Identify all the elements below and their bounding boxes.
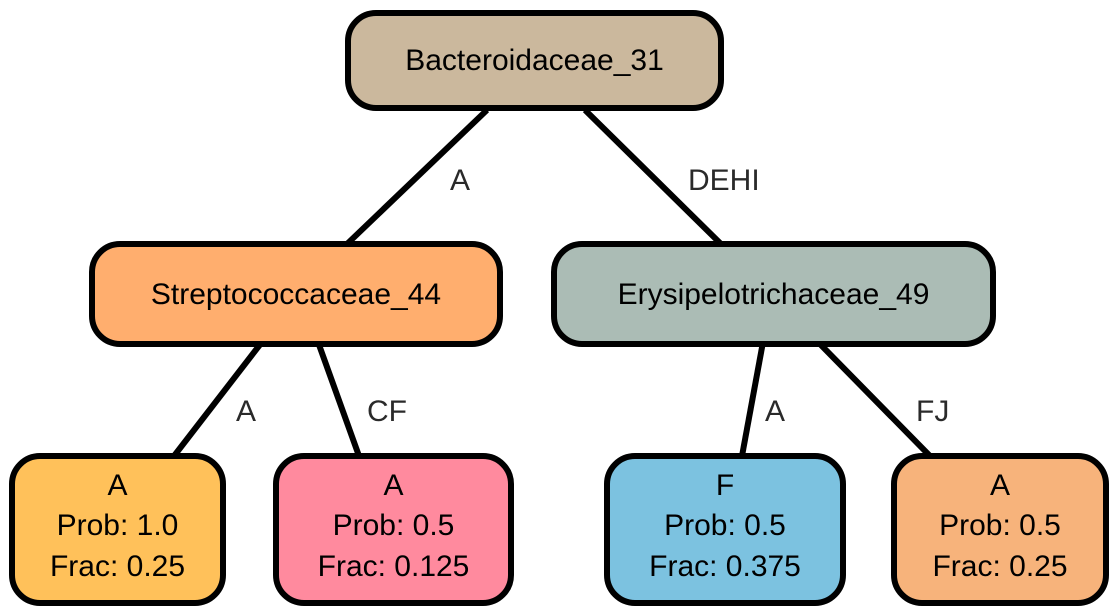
leaf-node-box <box>604 453 846 606</box>
edges: A DEHI A CF A FJ <box>171 107 949 459</box>
leaf-node-3: F Prob: 0.5 Frac: 0.375 <box>604 453 846 606</box>
edge-label-erysipelotrichaceae-left: A <box>765 395 785 428</box>
internal-node-box <box>551 241 996 347</box>
edge-label-root-left: A <box>450 164 470 197</box>
edge-streptococcaceae-to-leaf-1 <box>171 340 265 458</box>
leaf-node-frac: Frac: 0.375 <box>649 550 801 583</box>
leaf-node-prob: Prob: 0.5 <box>333 509 455 542</box>
internal-node-box <box>89 241 503 347</box>
edge-label-streptococcaceae-left: A <box>236 395 256 428</box>
leaf-node-prob: Prob: 0.5 <box>664 509 786 542</box>
leaf-node-title: F <box>716 469 734 502</box>
leaf-node-box <box>9 453 226 606</box>
internal-node-label: Erysipelotrichaceae_49 <box>618 278 930 311</box>
leaf-node-frac: Frac: 0.125 <box>318 550 470 583</box>
edge-erysipelotrichaceae-to-leaf-4 <box>815 339 933 459</box>
edge-label-root-right: DEHI <box>688 164 760 197</box>
leaf-node-4: A Prob: 0.5 Frac: 0.25 <box>891 453 1109 606</box>
leaf-node-title: A <box>990 469 1010 502</box>
leaf-node-prob: Prob: 0.5 <box>939 509 1061 542</box>
leaf-node-title: A <box>107 469 127 502</box>
leaf-node-frac: Frac: 0.25 <box>932 550 1067 583</box>
leaf-node-1: A Prob: 1.0 Frac: 0.25 <box>9 453 226 606</box>
edge-erysipelotrichaceae-to-leaf-3 <box>739 341 766 457</box>
edge-root-to-streptococcaceae <box>344 107 490 247</box>
edge-streptococcaceae-to-leaf-2 <box>315 340 362 458</box>
leaf-node-prob: Prob: 1.0 <box>57 509 179 542</box>
root-node-box <box>345 10 724 111</box>
root-node: Bacteroidaceae_31 <box>345 10 724 111</box>
leaf-node-box <box>891 453 1109 606</box>
internal-node-erysipelotrichaceae: Erysipelotrichaceae_49 <box>551 241 996 347</box>
leaf-node-2: A Prob: 0.5 Frac: 0.125 <box>273 453 514 606</box>
leaf-node-box <box>273 453 514 606</box>
internal-node-label: Streptococcaceae_44 <box>151 278 441 311</box>
edge-label-erysipelotrichaceae-right: FJ <box>916 395 949 428</box>
leaf-node-title: A <box>383 469 403 502</box>
root-node-label: Bacteroidaceae_31 <box>405 44 664 77</box>
internal-node-streptococcaceae: Streptococcaceae_44 <box>89 241 503 347</box>
leaf-node-frac: Frac: 0.25 <box>50 550 185 583</box>
edge-root-to-erysipelotrichaceae <box>582 107 724 247</box>
edge-label-streptococcaceae-right: CF <box>367 395 407 428</box>
